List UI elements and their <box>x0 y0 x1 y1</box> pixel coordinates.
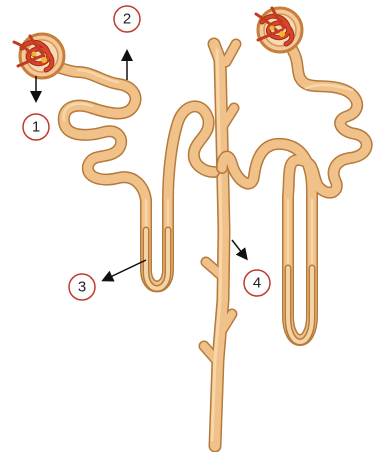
left-glomerulus <box>14 34 64 78</box>
arrow-4 <box>232 240 246 258</box>
left-nephron <box>14 34 214 289</box>
label-3: 3 <box>69 274 95 300</box>
arrow-3 <box>104 260 146 280</box>
label-3-text: 3 <box>78 279 86 296</box>
right-nephron <box>222 8 367 342</box>
label-4: 4 <box>244 270 270 296</box>
label-2: 2 <box>114 6 140 32</box>
collecting-duct <box>204 44 236 446</box>
label-1: 1 <box>23 114 49 140</box>
label-1-text: 1 <box>32 119 40 136</box>
right-glomerulus <box>256 8 302 52</box>
label-2-text: 2 <box>123 11 131 28</box>
label-4-text: 4 <box>253 275 261 292</box>
